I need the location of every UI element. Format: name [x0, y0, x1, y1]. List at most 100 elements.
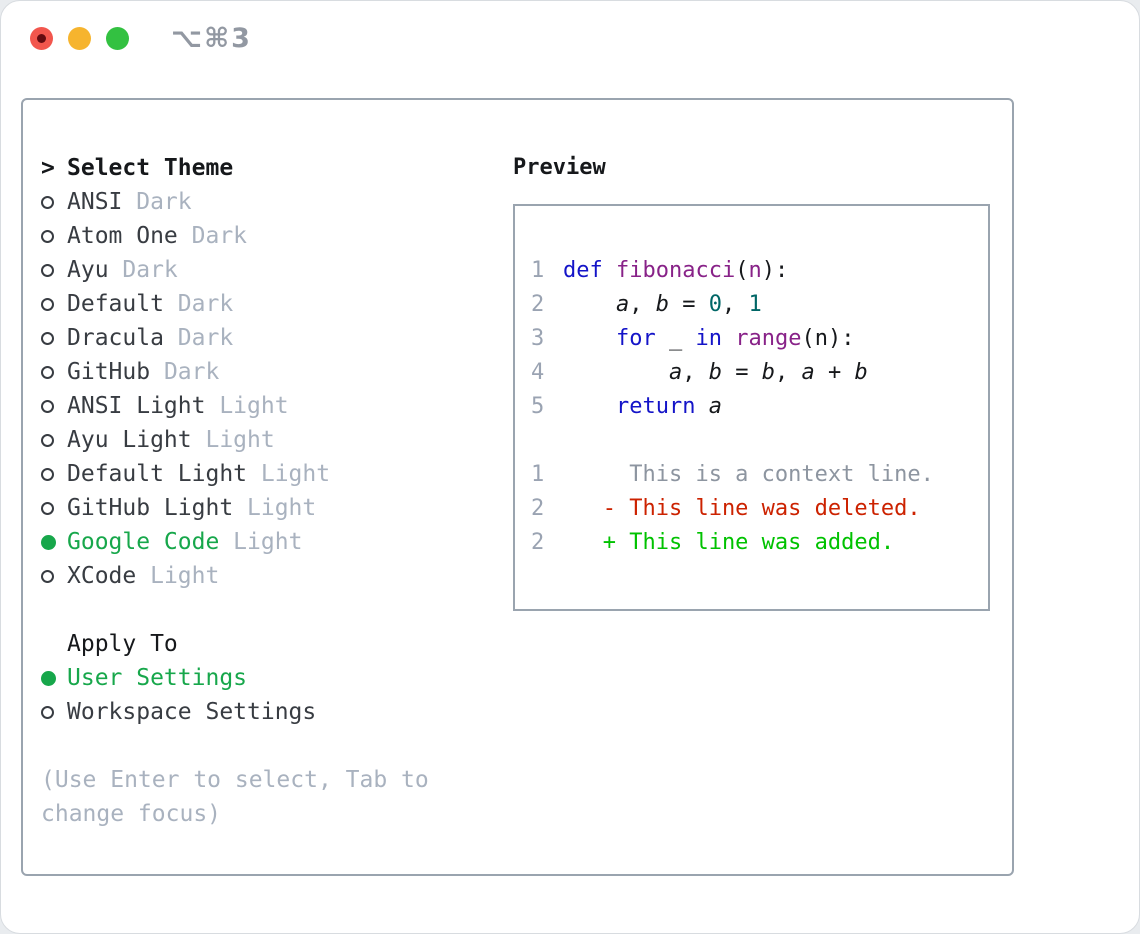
- line-number: 4: [531, 360, 545, 385]
- theme-option-label: Ayu: [67, 257, 109, 283]
- radio-icon: [41, 297, 54, 311]
- traffic-lights: [30, 26, 129, 50]
- line-number: 1: [531, 462, 545, 487]
- theme-option[interactable]: ANSI Dark: [41, 185, 503, 219]
- radio-slot: [41, 467, 67, 481]
- theme-option-label: ANSI Light: [67, 393, 206, 419]
- code-token: +: [814, 360, 855, 385]
- line-number: 5: [531, 394, 545, 419]
- diff-text: - This line was deleted.: [563, 496, 921, 521]
- diff-line-deleted: 2 - This line was deleted.: [531, 492, 988, 526]
- radio-icon: [41, 433, 54, 447]
- theme-option[interactable]: GitHub Light Light: [41, 491, 503, 525]
- code-token: 1: [748, 292, 762, 317]
- radio-icon: [41, 229, 54, 243]
- minimize-button[interactable]: [68, 26, 91, 50]
- theme-option[interactable]: Ayu Dark: [41, 253, 503, 287]
- theme-option-label: Google Code: [67, 529, 220, 555]
- radio-icon: [41, 501, 54, 515]
- theme-option-label: GitHub Light: [67, 495, 234, 521]
- theme-option[interactable]: Default Light Light: [41, 457, 503, 491]
- apply-option-label: User Settings: [67, 665, 248, 691]
- code-token: in: [695, 326, 722, 351]
- radio-icon: [41, 399, 54, 413]
- theme-option[interactable]: XCode Light: [41, 559, 503, 593]
- theme-option[interactable]: Ayu Light Light: [41, 423, 503, 457]
- radio-slot: [41, 433, 67, 447]
- apply-option[interactable]: Workspace Settings: [41, 695, 503, 729]
- theme-option-label: Default Light: [67, 461, 248, 487]
- radio-selected-icon: [41, 670, 56, 686]
- zoom-button[interactable]: [106, 26, 129, 50]
- code-token: ,: [721, 292, 749, 317]
- radio-icon: [41, 705, 54, 719]
- theme-option[interactable]: GitHub Dark: [41, 355, 503, 389]
- line-number: 2: [531, 496, 545, 521]
- radio-slot: [41, 534, 67, 550]
- spacer: [41, 593, 503, 627]
- theme-option[interactable]: Google Code Light: [41, 525, 503, 559]
- theme-option-variant: Dark: [163, 291, 234, 317]
- window-title: ⌥⌘3: [171, 22, 252, 54]
- code-token: ,: [682, 360, 709, 385]
- code-token: [563, 394, 616, 419]
- radio-slot: [41, 569, 67, 583]
- help-text: (Use Enter to select, Tab to change focu…: [41, 767, 429, 827]
- code-token: b: [655, 292, 669, 317]
- code-token: a: [801, 360, 815, 385]
- line-number: 2: [531, 292, 545, 317]
- theme-option-variant: Dark: [177, 223, 248, 249]
- theme-option[interactable]: Atom One Dark: [41, 219, 503, 253]
- code-token: [603, 258, 616, 283]
- code-token: return: [615, 394, 696, 419]
- code-line: 2 a, b = 0, 1: [531, 288, 988, 322]
- theme-option-variant: Light: [136, 563, 220, 589]
- code-token: _: [655, 326, 696, 351]
- radio-icon: [41, 263, 54, 277]
- close-button[interactable]: [30, 26, 53, 50]
- code-token: b: [761, 360, 775, 385]
- code-token: ,: [629, 292, 656, 317]
- title-bar: ⌥⌘3: [1, 1, 1139, 75]
- theme-option-variant: Light: [191, 427, 275, 453]
- cursor-icon: >: [41, 155, 55, 181]
- theme-list-header: > Select Theme: [41, 151, 503, 185]
- radio-slot: [41, 399, 67, 413]
- theme-option-label: ANSI: [67, 189, 123, 215]
- line-number: 2: [531, 530, 545, 555]
- code-token: ,: [774, 360, 802, 385]
- code-line: 5 return a: [531, 390, 988, 424]
- code-line: 4 a, b = b, a + b: [531, 356, 988, 390]
- code-token: a: [708, 394, 722, 419]
- theme-option-variant: Dark: [122, 189, 192, 215]
- radio-slot: [41, 297, 67, 311]
- code-token: =: [721, 360, 762, 385]
- radio-slot: [41, 263, 67, 277]
- blank-line: [531, 424, 988, 458]
- apply-to-header: Apply To: [41, 627, 503, 661]
- radio-icon: [41, 331, 54, 345]
- code-token: ):: [761, 258, 789, 283]
- code-token: def: [563, 258, 603, 283]
- theme-option[interactable]: Dracula Dark: [41, 321, 503, 355]
- theme-option-label: Ayu Light: [67, 427, 192, 453]
- code-token: 0: [708, 292, 722, 317]
- theme-option[interactable]: ANSI Light Light: [41, 389, 503, 423]
- code-line: 3 for _ in range(n):: [531, 322, 988, 356]
- theme-option-label: Dracula: [67, 325, 164, 351]
- theme-option-label: Default: [67, 291, 164, 317]
- radio-slot: [41, 705, 67, 719]
- apply-option[interactable]: User Settings: [41, 661, 503, 695]
- theme-option-variant: Light: [233, 495, 317, 521]
- theme-option[interactable]: Default Dark: [41, 287, 503, 321]
- theme-option-label: XCode: [67, 563, 137, 589]
- apply-option-label: Workspace Settings: [67, 699, 317, 725]
- radio-slot: [41, 331, 67, 345]
